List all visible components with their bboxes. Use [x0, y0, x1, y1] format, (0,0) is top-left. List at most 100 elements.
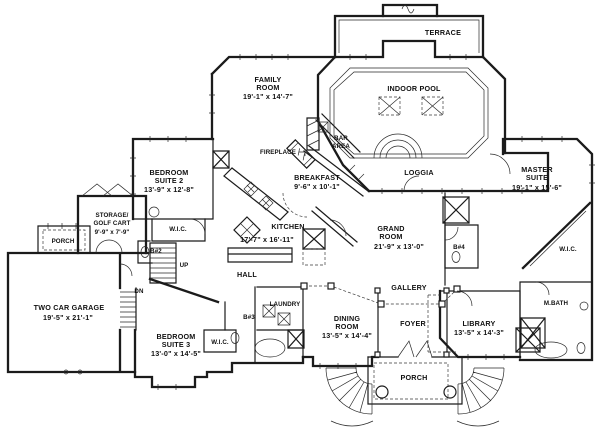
label-bed2-2: SUITE 2 — [155, 176, 184, 185]
label-bath4: B#4 — [453, 244, 465, 251]
pool-skylight-left-x — [378, 96, 401, 116]
loggia-walls — [367, 151, 550, 193]
wic-master-rod — [529, 210, 587, 267]
label-porch-front: PORCH — [401, 373, 428, 382]
label-bar-2: AREA — [332, 143, 350, 150]
chase-bath3 — [287, 329, 305, 349]
terrace-break-squiggle — [401, 4, 415, 14]
bath3-toilet — [230, 332, 240, 344]
pool-right-wall — [481, 55, 507, 155]
label-fireplace: FIREPLACE — [260, 149, 296, 156]
label-porch-left: PORCH — [52, 238, 75, 245]
porch-column-left — [375, 385, 389, 399]
label-bed3-dim: 13'-0" x 14'-5" — [151, 349, 201, 358]
label-garage: TWO CAR GARAGE — [34, 303, 105, 312]
chimney-hatch — [306, 119, 320, 147]
dining-bay-wall — [301, 355, 380, 368]
library-top-wall — [439, 290, 521, 358]
fireplace-glyph — [286, 139, 316, 169]
label-dn: DN — [134, 288, 144, 295]
chimney-strip — [306, 117, 320, 151]
stair-up-treads — [150, 247, 176, 279]
bath4-toilet — [451, 251, 461, 263]
pool-skylight-left — [378, 96, 401, 116]
fixtures — [63, 206, 589, 399]
foyer-column-1 — [374, 287, 381, 294]
foyer-column-4 — [443, 351, 450, 358]
gallery-column-4 — [438, 300, 446, 308]
doors — [95, 153, 550, 358]
pool-basin-outer — [329, 67, 489, 159]
loggia-grand-door-arc — [403, 175, 420, 192]
terrace-platform-wall — [381, 3, 439, 18]
laundry-machines — [262, 304, 291, 326]
laundry-walls — [254, 286, 304, 364]
fireplace-box — [286, 139, 316, 169]
terrace-inner-line — [338, 19, 480, 53]
label-mbath: M.BATH — [544, 300, 569, 307]
curved-stair-right — [456, 367, 505, 427]
label-family-1: FAMILY — [255, 75, 282, 84]
label-terrace: TERRACE — [425, 28, 461, 37]
chase-kitchen — [302, 228, 326, 250]
library-door-arc — [456, 290, 473, 307]
label-storage-1: STORAGE/ — [95, 212, 128, 219]
bath4-door-arc — [444, 226, 459, 241]
pool-left-wall — [316, 55, 371, 193]
mbath-door-arc — [535, 281, 550, 296]
label-bed2-1: BEDROOM — [150, 168, 189, 177]
interior-walls — [37, 113, 593, 405]
master-door-arc — [489, 153, 511, 175]
label-family-2: ROOM — [256, 83, 279, 92]
label-wic-master: W.I.C. — [559, 246, 577, 253]
label-foyer: FOYER — [400, 319, 426, 328]
label-master-dim: 19'-1" x 15'-6" — [512, 183, 562, 192]
fireplace-detail — [289, 142, 313, 166]
label-hall: HALL — [237, 270, 257, 279]
library-porch-edge — [427, 294, 456, 353]
label-laundry: LAUNDRY — [270, 301, 301, 308]
label-bed3-2: SUITE 3 — [162, 340, 191, 349]
cooktop-diamond-2 — [258, 195, 274, 211]
storage-double-door-arcs — [95, 239, 123, 254]
hall-garage-door-arc — [119, 263, 133, 277]
label-breakfast-dim: 9'-6" x 10'-1" — [294, 182, 340, 191]
label-dining-1: DINING — [334, 314, 361, 323]
label-kitchen: KITCHEN — [271, 222, 304, 231]
label-library: LIBRARY — [462, 319, 495, 328]
pool-steps-arcs — [373, 133, 423, 159]
label-bar-1: BAR — [334, 135, 348, 142]
mbath-toilet — [576, 342, 586, 354]
label-up: UP — [180, 262, 189, 269]
label-storage-dim: 9'-9" x 7'-9" — [95, 229, 130, 236]
porch-column-right — [443, 385, 457, 399]
grand-door-arc — [329, 219, 347, 237]
garage-door-dot-1 — [63, 369, 69, 375]
stair-up-box — [149, 242, 177, 284]
label-dining-dim: 13'-5" x 14'-4" — [322, 331, 372, 340]
bedroom2-walls — [131, 137, 215, 221]
porch-left-inner — [42, 229, 86, 251]
porch-front-inner — [373, 362, 449, 400]
label-master-2: SUITE — [526, 173, 548, 182]
stair-dn-treads — [120, 291, 136, 328]
label-master-1: MASTER — [521, 165, 553, 174]
label-family-dim: 19'-1" x 14'-7" — [243, 92, 293, 101]
shower-mbath — [520, 317, 546, 349]
family-room-walls — [210, 55, 337, 141]
pool-skylight-right — [421, 96, 444, 116]
bath4-walls — [444, 224, 479, 269]
wic-master-diagonal-wall — [521, 201, 592, 270]
label-garage-dim: 19'-5" x 21'-1" — [43, 313, 93, 322]
chases — [212, 119, 546, 353]
kitchen-counter-bottom — [227, 247, 293, 263]
foyer-column-2 — [443, 287, 450, 294]
window-ticks — [47, 54, 595, 390]
chase-grand-master — [442, 196, 470, 224]
bedroom3-walls — [133, 277, 305, 389]
foyer-walls — [367, 290, 463, 358]
label-bath3: B#3 — [243, 314, 255, 321]
porch-front-walls — [367, 356, 463, 405]
dashed-features — [42, 192, 461, 400]
